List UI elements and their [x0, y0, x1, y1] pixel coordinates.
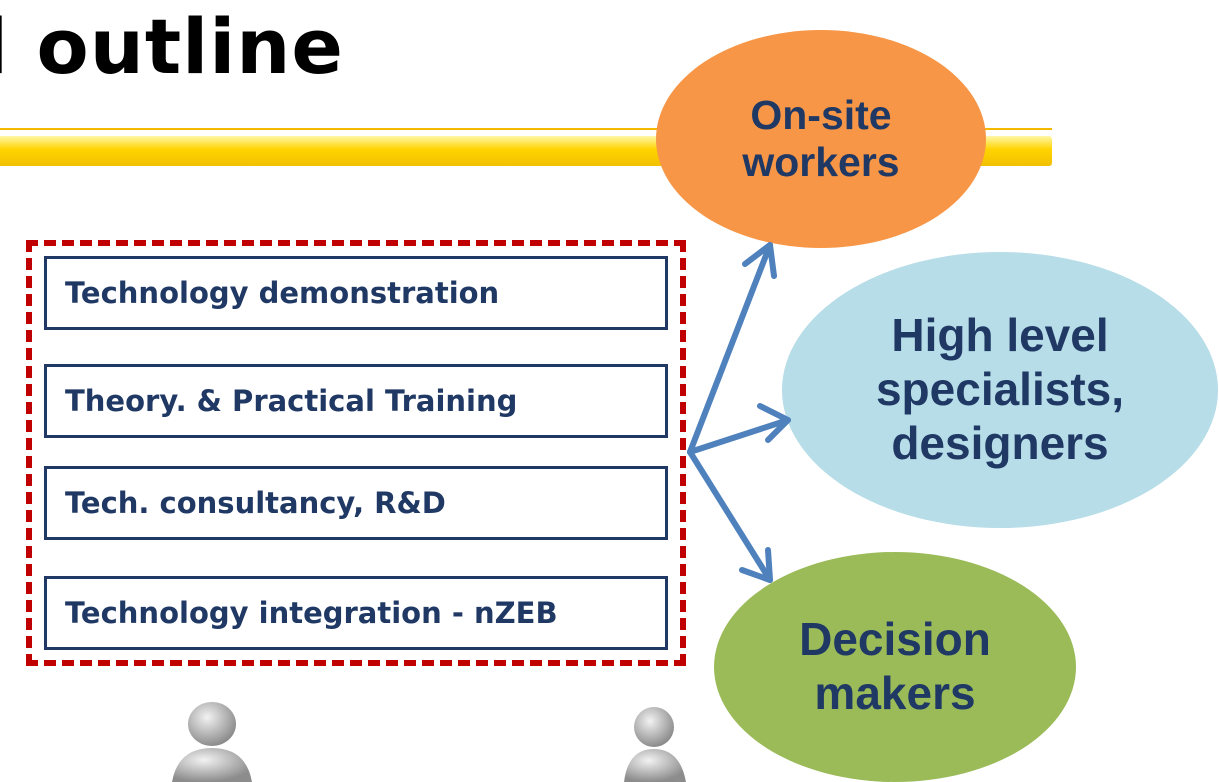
box-technology-integration: Technology integration - nZEB	[44, 576, 668, 650]
arrow-to-onsite	[687, 242, 773, 455]
person-figure-icon	[172, 702, 252, 782]
onsite-line-1: On-site	[750, 91, 892, 138]
arrow-head-onsite	[742, 242, 777, 279]
decision-line-2: makers	[814, 667, 976, 719]
services-group-frame	[26, 240, 686, 666]
box-technology-demonstration: Technology demonstration	[44, 256, 668, 330]
arrow-to-decision	[687, 449, 773, 583]
onsite-line-2: workers	[742, 139, 900, 185]
box-tech-consultancy: Tech. consultancy, R&D	[44, 466, 668, 540]
page-title: l outline	[0, 2, 344, 91]
arrow-head-specialists	[757, 403, 791, 443]
person-figure-icon	[624, 707, 686, 782]
ellipse-decision-makers: Decision makers	[714, 552, 1076, 782]
ellipse-specialists: High level specialists, designers	[782, 252, 1218, 528]
title-underline	[0, 128, 1052, 130]
specialists-line-2: specialists,	[875, 363, 1125, 416]
ellipse-onsite-workers: On-site workers	[656, 30, 986, 248]
decision-line-1: Decision	[799, 613, 991, 666]
arrow-head-decision	[739, 547, 773, 583]
specialists-line-3: designers	[891, 416, 1109, 469]
arrow-to-specialists	[687, 417, 791, 455]
specialists-line-1: High level	[891, 309, 1109, 362]
box-theory-practical-training: Theory. & Practical Training	[44, 364, 668, 438]
